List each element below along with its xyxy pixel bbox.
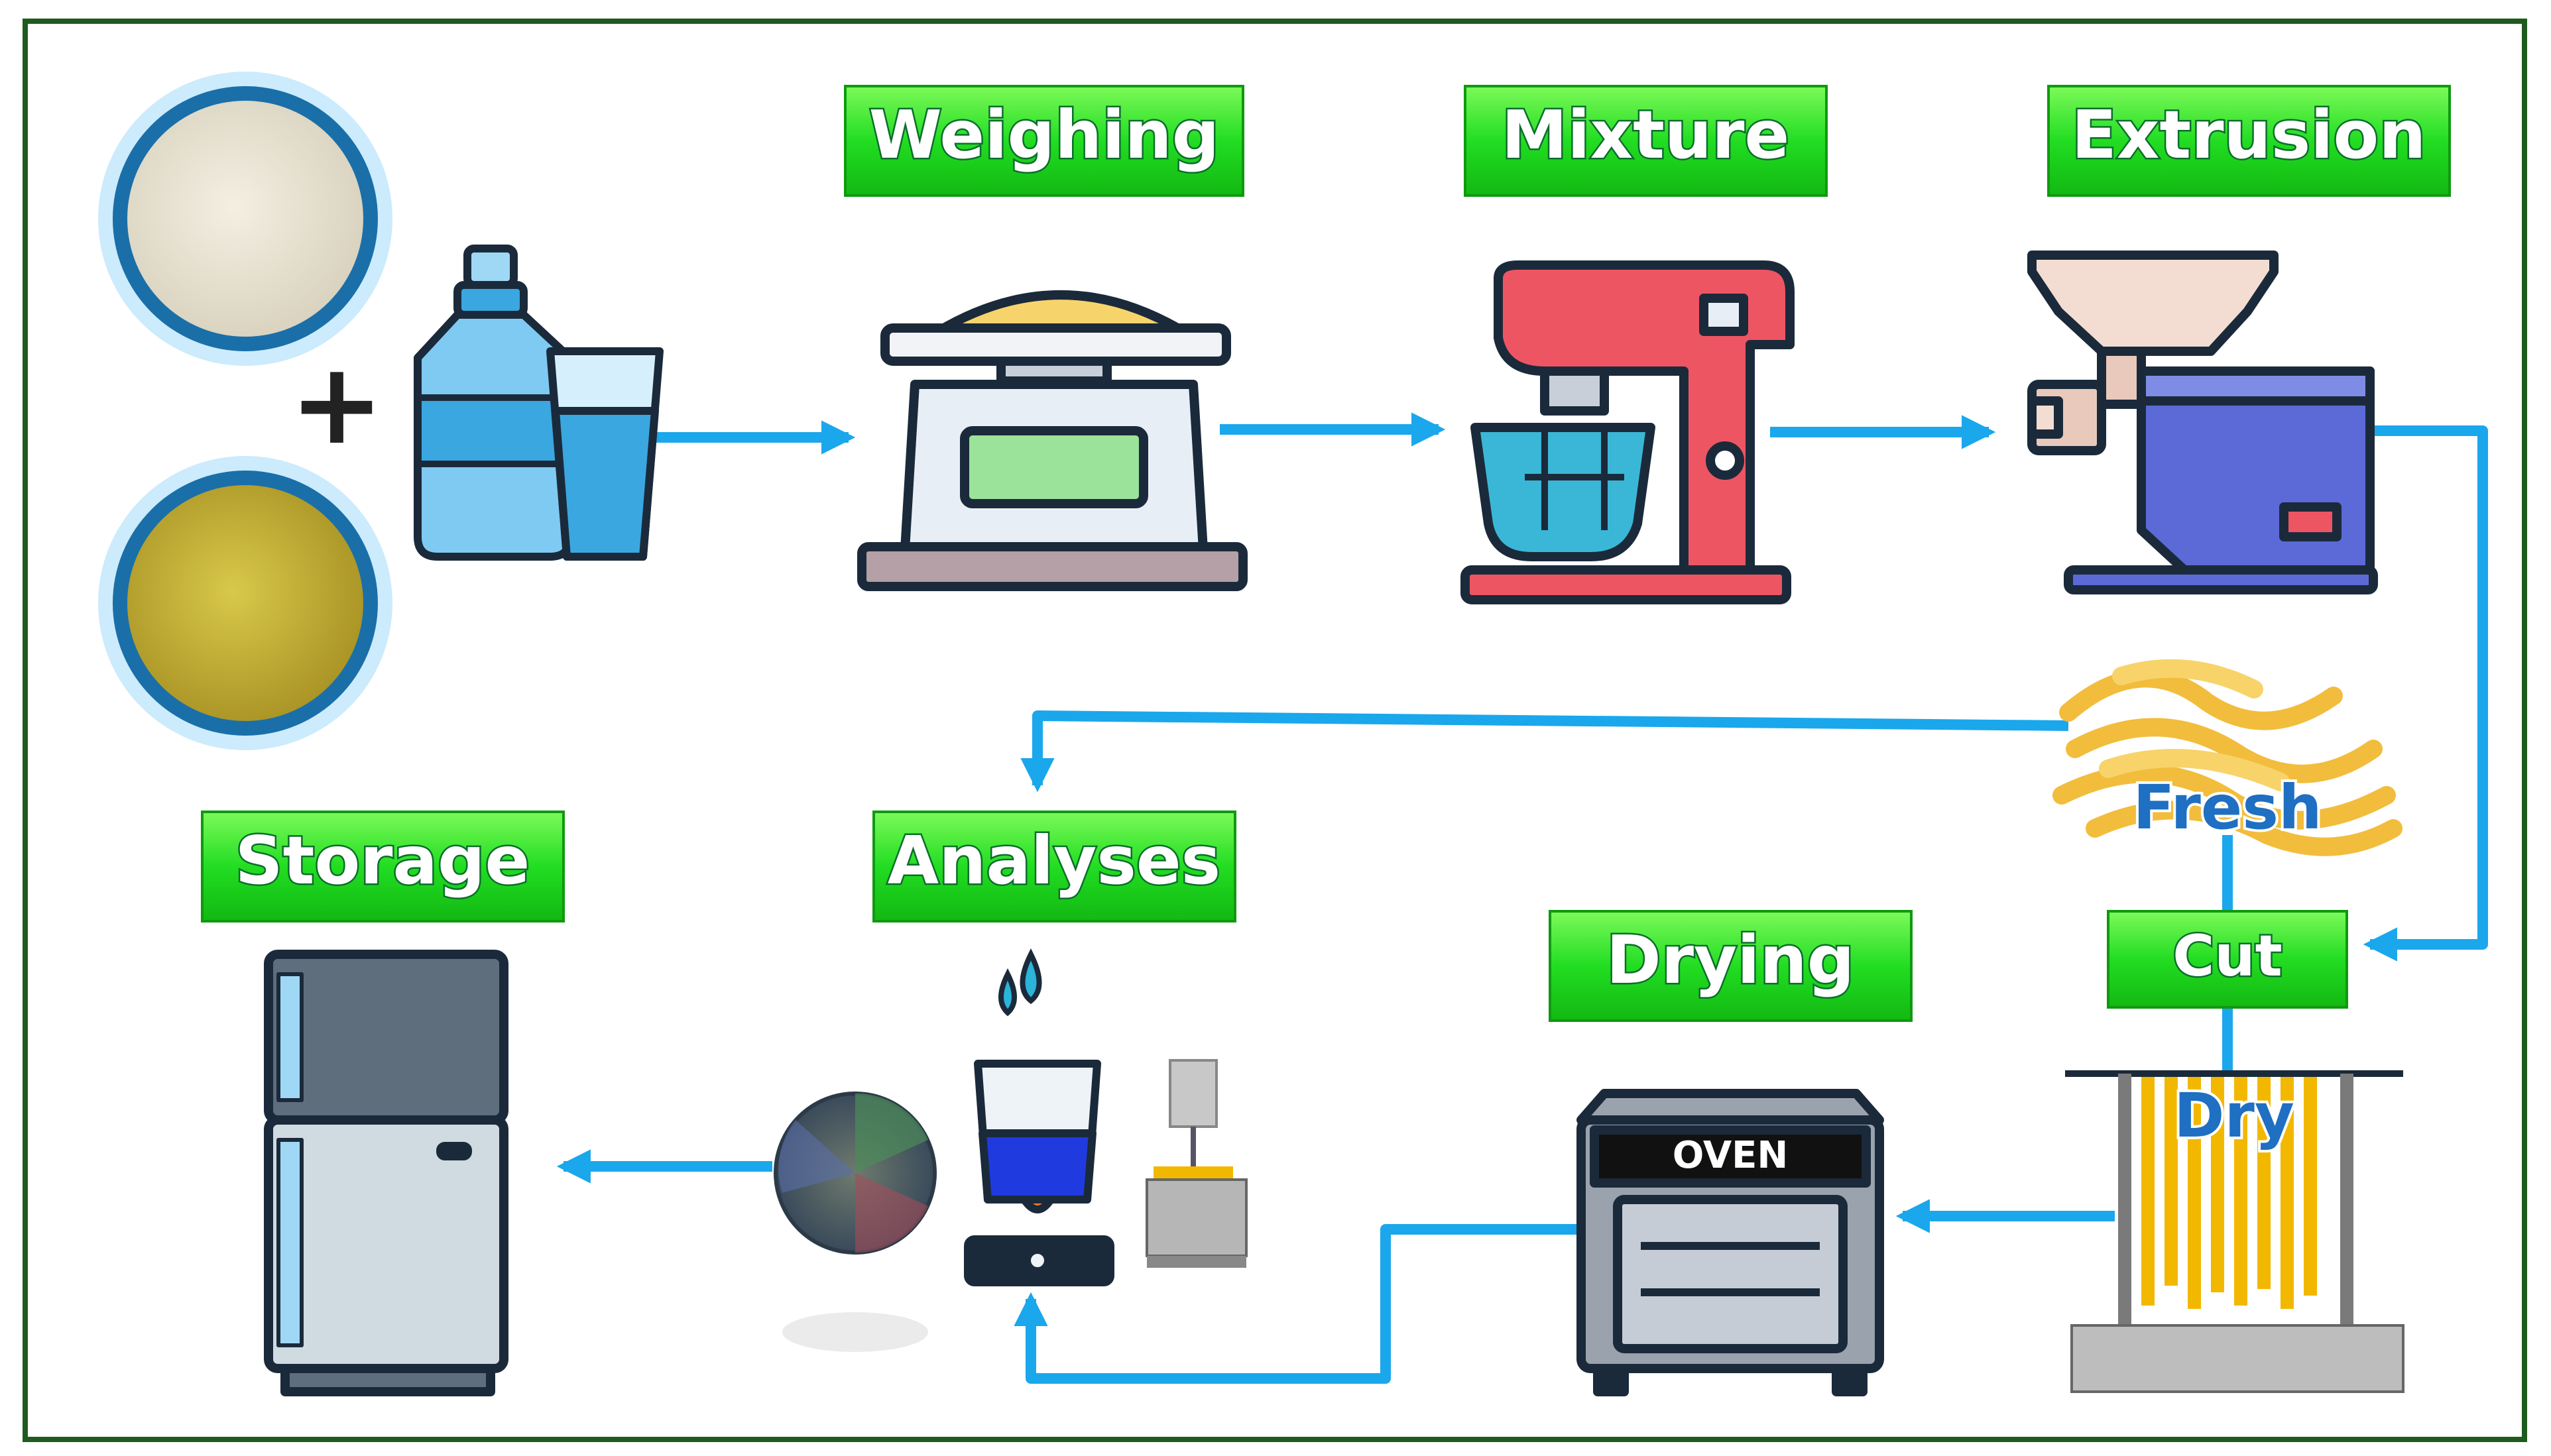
label-weighing-text: Weighing xyxy=(869,96,1220,174)
plus-sign: + xyxy=(290,339,384,470)
dry-label: Dry xyxy=(2174,1080,2294,1151)
refrigerator-icon xyxy=(264,950,508,1396)
arrow-drying-to-analyses xyxy=(1014,1224,1578,1384)
label-storage-text: Storage xyxy=(235,822,530,899)
label-extrusion-text: Extrusion xyxy=(2072,96,2426,174)
oven-icon xyxy=(1576,1089,1884,1396)
label-mixture: Mixture xyxy=(1464,85,1828,197)
arrow-fresh-to-analyses xyxy=(1020,710,2069,793)
label-drying-text: Drying xyxy=(1606,921,1855,999)
flour-bowl-icon xyxy=(98,72,392,366)
beaker-hotplate-icon xyxy=(964,1060,1114,1286)
kitchen-scale-icon xyxy=(857,290,1248,591)
label-cut: Cut xyxy=(2107,910,2348,1009)
label-storage: Storage xyxy=(201,811,565,923)
pasta-extruder-icon xyxy=(2027,251,2378,594)
texture-analyzer-icon xyxy=(1146,1059,1248,1268)
fresh-label: Fresh xyxy=(2133,772,2322,843)
label-analyses-text: Analyses xyxy=(888,822,1220,899)
label-analyses: Analyses xyxy=(872,811,1236,923)
label-cut-text: Cut xyxy=(2172,923,2282,989)
label-extrusion: Extrusion xyxy=(2047,85,2451,197)
color-wheel-icon xyxy=(774,1092,937,1352)
flow-arrows xyxy=(556,412,2488,1384)
fresh-pasta-icon xyxy=(2052,659,2403,856)
label-drying: Drying xyxy=(1549,910,1913,1022)
drying-rack-icon xyxy=(2065,1070,2404,1393)
arrow-extrusion-to-cut xyxy=(2363,425,2488,962)
label-mixture-text: Mixture xyxy=(1502,96,1789,174)
label-weighing: Weighing xyxy=(844,85,1244,197)
stand-mixer-icon xyxy=(1460,260,1795,604)
oven-label: OVEN xyxy=(1673,1134,1789,1177)
water-glass-icon xyxy=(546,347,664,561)
pulse-flour-bowl-icon xyxy=(98,456,392,750)
water-drops-icon xyxy=(998,948,1042,1017)
